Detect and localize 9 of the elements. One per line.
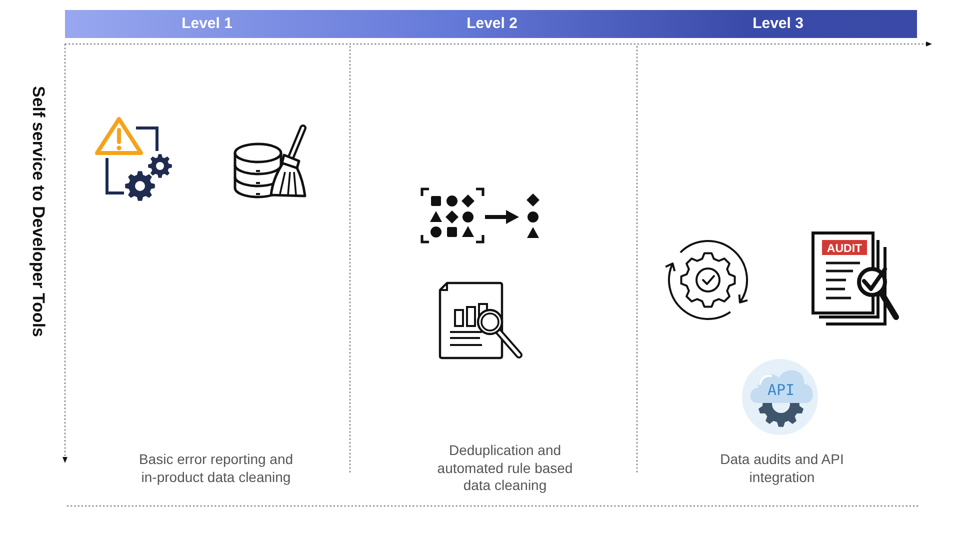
level-description: Deduplication and automated rule based data cleaning xyxy=(436,442,574,494)
column-heading: Level 2 xyxy=(466,15,518,33)
level-description: Data audits and API integration xyxy=(719,451,845,486)
level-description: Basic error reporting and in-product data cleaning xyxy=(138,451,294,486)
column-heading: Level 1 xyxy=(182,15,232,33)
column-heading: Level 3 xyxy=(752,15,804,33)
axis-label: Self service to Developer Tools xyxy=(28,86,48,337)
cloud-label: API xyxy=(767,381,795,399)
tag-label: AUDIT xyxy=(826,243,862,255)
